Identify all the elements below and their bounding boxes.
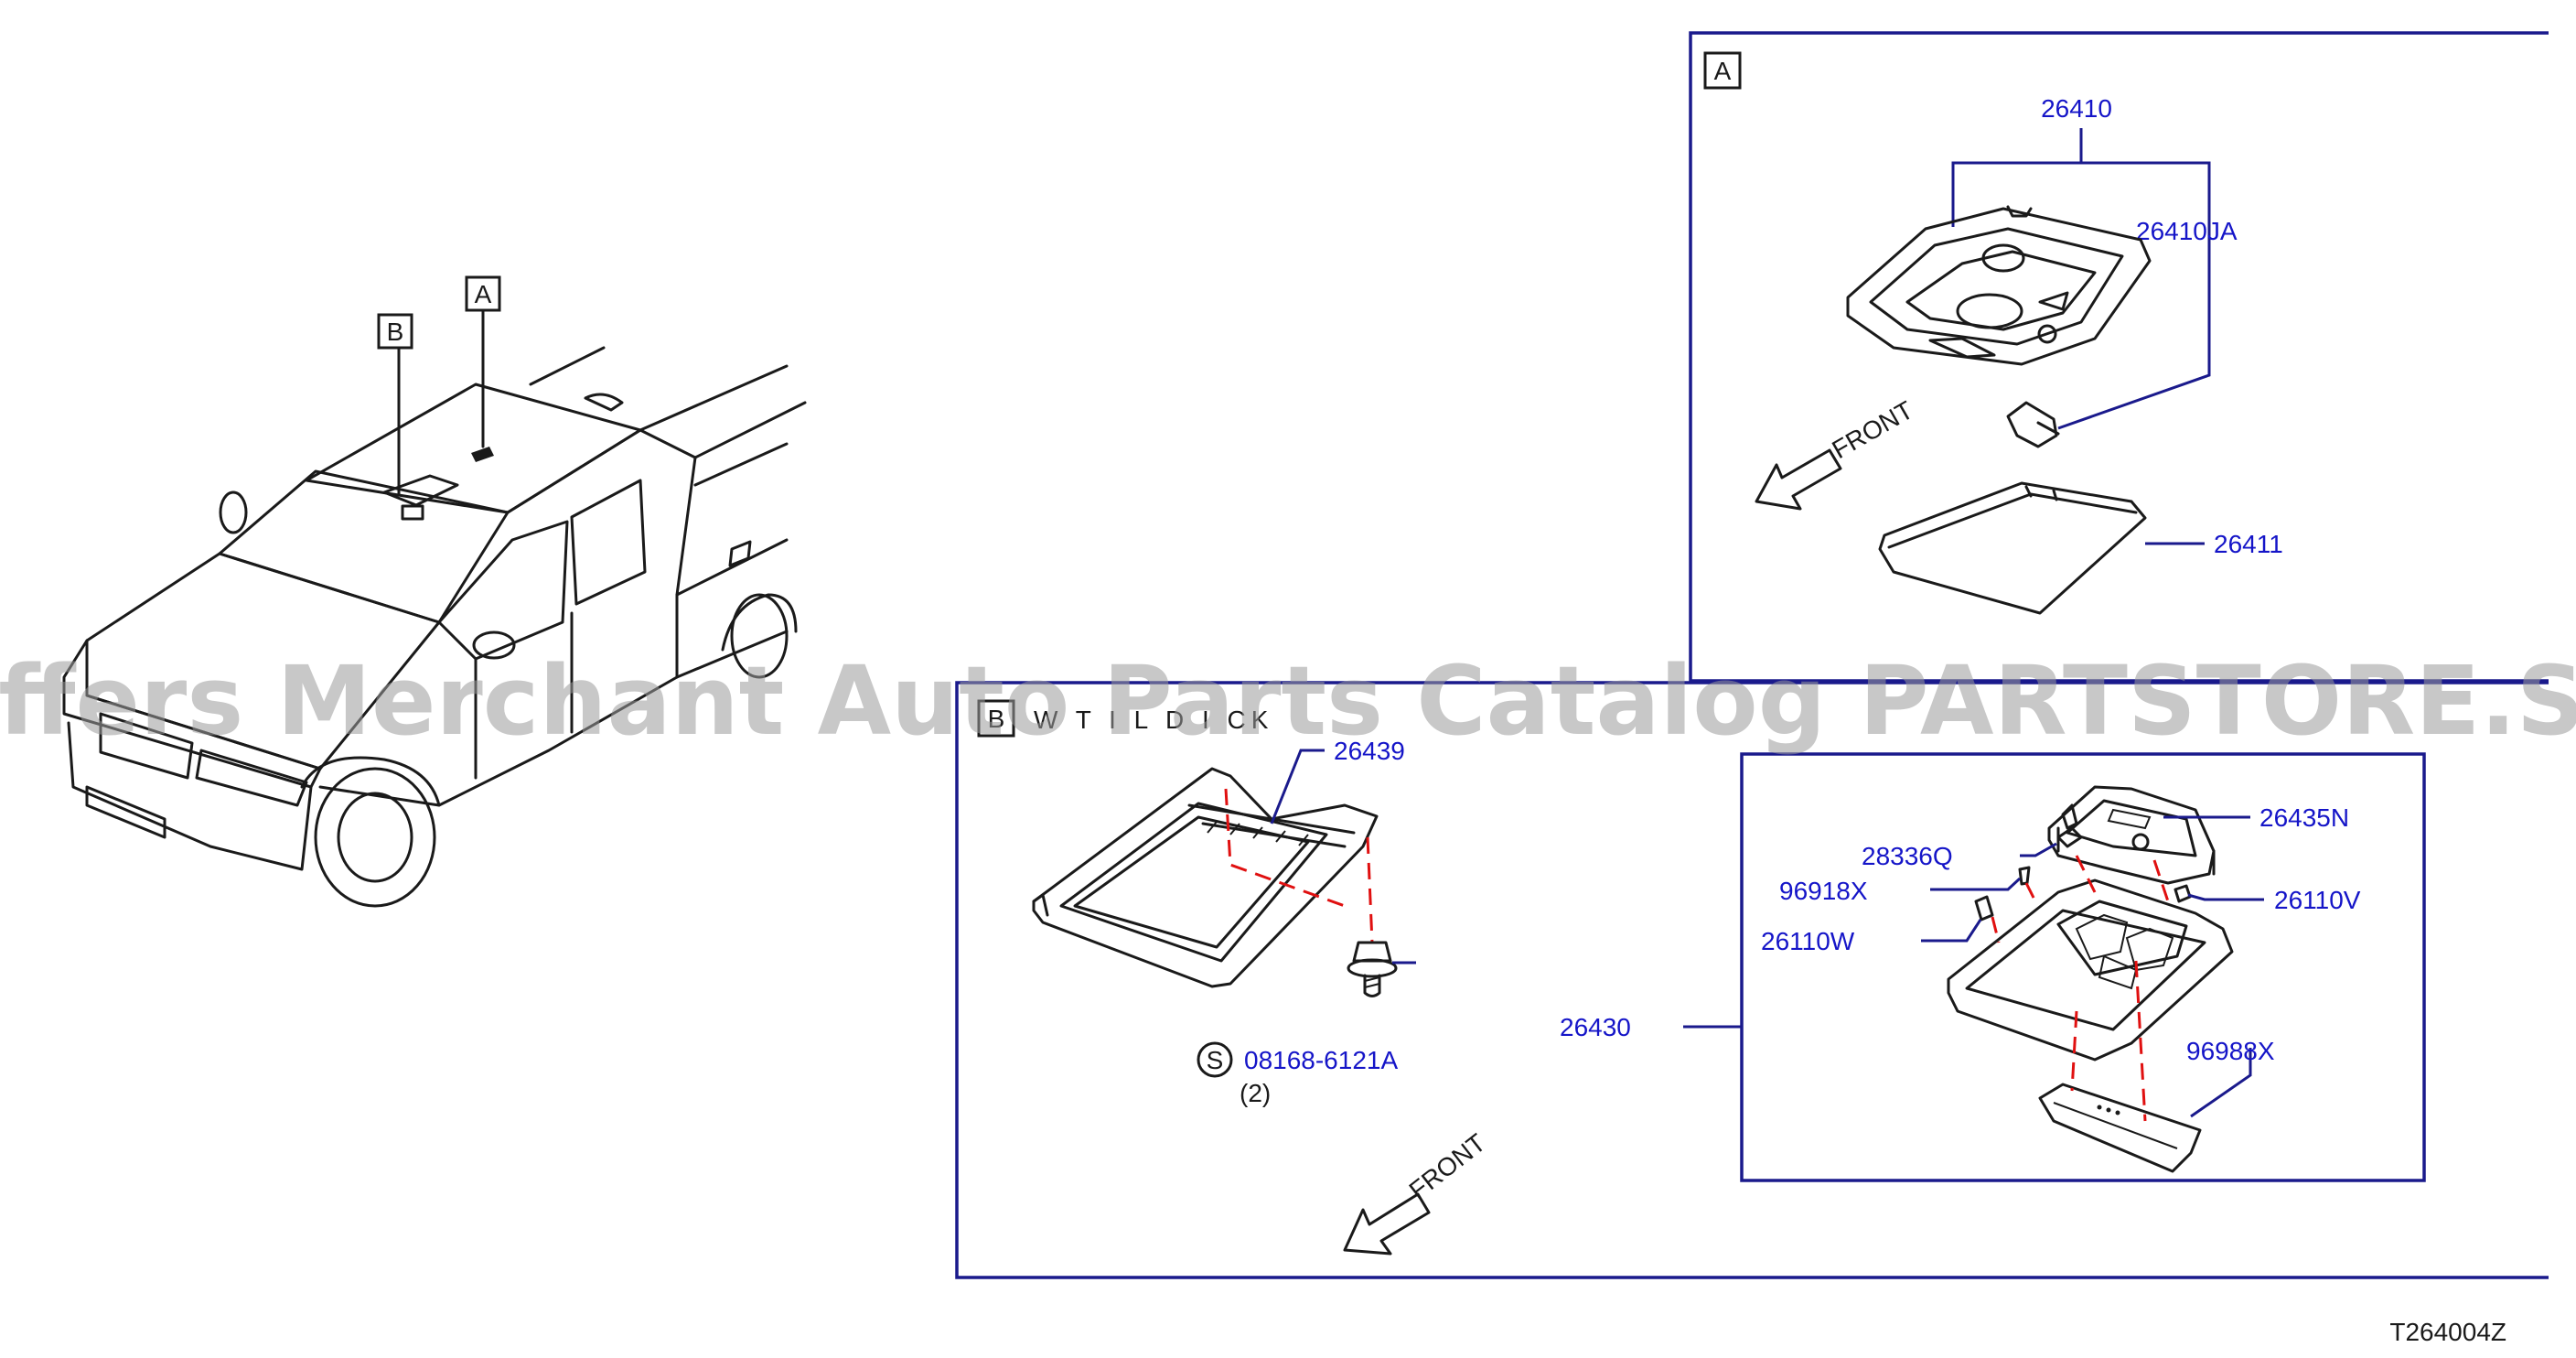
section-a-label: A [1703, 51, 1742, 90]
bracket-illustration [1032, 767, 1379, 988]
standard-part-symbol: S [1197, 1041, 1233, 1078]
part-26430: 26430 [1560, 1013, 1631, 1041]
assembly-26430-frame [1740, 752, 2426, 1182]
bulb-illustration [2006, 401, 2060, 448]
part-26410JA: 26410JA [2136, 217, 2238, 245]
front-arrow-a: FRONT [1755, 395, 1918, 511]
clip-96918X-illustration [2018, 866, 2031, 886]
part-26410: 26410 [2041, 94, 2112, 123]
part-08168-6121A: 08168-6121A [1244, 1046, 1398, 1074]
part-96918X: 96918X [1779, 877, 1868, 905]
screw-illustration [1347, 941, 1398, 997]
part-26110V: 26110V [2274, 886, 2361, 914]
watermark: Offers Merchant Auto Parts Catalog PARTS… [0, 645, 2576, 757]
part-28336Q: 28336Q [1862, 842, 1953, 870]
part-08168-6121A-qty: (2) [1240, 1079, 1271, 1107]
bulb-26110V-illustration [2174, 884, 2192, 903]
section-b-frame [955, 681, 2549, 1279]
svg-text:FRONT: FRONT [1828, 395, 1918, 464]
svg-text:B: B [988, 705, 1005, 733]
bulb-26110W-illustration [1974, 895, 1994, 922]
section-b-partial-title: W T I L D I CK [1034, 706, 1273, 734]
callout-a-vehicle: A [465, 275, 501, 448]
switch-unit-illustration [2047, 785, 2216, 885]
lens-illustration [1878, 481, 2147, 615]
connector-28336Q-illustration [2056, 826, 2083, 848]
svg-text:FRONT: FRONT [1404, 1128, 1491, 1205]
svg-text:S: S [1207, 1046, 1224, 1074]
part-96988X: 96988X [2186, 1037, 2275, 1065]
section-b-label: B W T I L D I CK [977, 699, 1273, 738]
part-26439: 26439 [1334, 737, 1405, 765]
svg-text:A: A [1714, 57, 1732, 85]
console-housing-illustration [1947, 878, 2234, 1062]
vehicle-illustration [62, 346, 807, 908]
part-26411: 26411 [2214, 530, 2283, 558]
section-a-frame [1689, 31, 2549, 683]
front-arrow-b: FRONT [1343, 1128, 1491, 1256]
callout-b-vehicle: B [377, 313, 413, 496]
figure-code: T264004Z [2389, 1318, 2506, 1346]
part-26110W: 26110W [1761, 927, 1855, 955]
part-26435N: 26435N [2259, 803, 2349, 832]
lamp-housing-illustration [1846, 205, 2152, 366]
svg-text:A: A [475, 280, 492, 308]
lens-96988X-illustration [2038, 1083, 2202, 1173]
svg-text:B: B [387, 318, 404, 346]
